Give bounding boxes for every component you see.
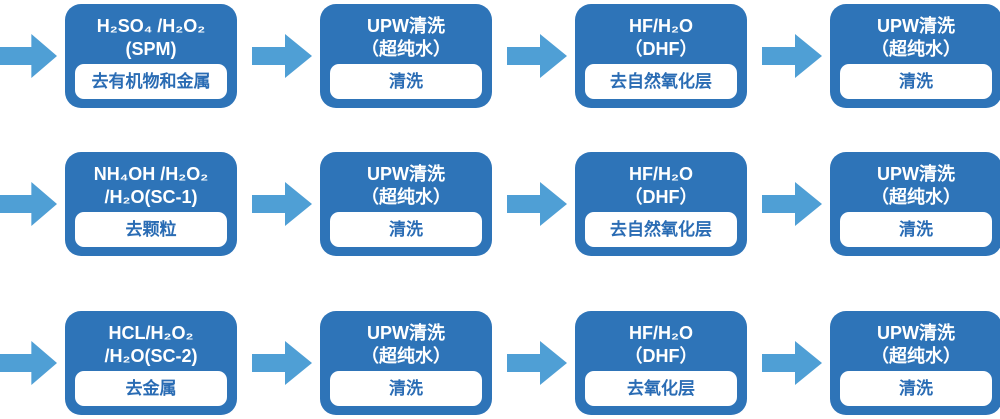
step-chemical-line2: （DHF） (624, 39, 698, 59)
step-box-spm: H₂SO₄ /H₂O₂ (SPM) 去有机物和金属 (65, 4, 237, 108)
step-box-upw: UPW清洗 （超纯水） 清洗 (830, 311, 1000, 415)
step-chemical-line2: （超纯水） (871, 346, 961, 366)
step-action-pill: 清洗 (330, 212, 482, 247)
step-chemical-line1: UPW清洗 (877, 322, 955, 343)
step-chemical: UPW清洗 （超纯水） (361, 319, 451, 371)
arrow-right-icon (762, 341, 822, 385)
arrow-right-icon (507, 34, 567, 78)
step-chemical: UPW清洗 （超纯水） (361, 12, 451, 64)
arrow-right-icon (507, 341, 567, 385)
step-chemical-line1: UPW清洗 (367, 15, 445, 36)
step-action-pill: 清洗 (840, 371, 992, 406)
step-box-upw: UPW清洗 （超纯水） 清洗 (320, 311, 492, 415)
step-action-pill: 清洗 (330, 371, 482, 406)
step-chemical-line1: UPW清洗 (367, 163, 445, 184)
arrow-right-icon (762, 182, 822, 226)
step-action-pill: 清洗 (840, 212, 992, 247)
step-chemical-line2: （超纯水） (871, 39, 961, 59)
step-action-pill: 去自然氧化层 (585, 212, 737, 247)
process-row-1: H₂SO₄ /H₂O₂ (SPM) 去有机物和金属 UPW清洗 （超纯水） 清洗… (0, 4, 1000, 108)
arrow-right-icon (0, 341, 57, 385)
step-action-pill: 去自然氧化层 (585, 64, 737, 99)
step-chemical-line2: (SPM) (125, 39, 177, 59)
step-box-upw: UPW清洗 （超纯水） 清洗 (830, 4, 1000, 108)
step-box-upw: UPW清洗 （超纯水） 清洗 (320, 152, 492, 256)
step-chemical: HF/H₂O （DHF） (625, 12, 698, 64)
step-chemical-line1: UPW清洗 (367, 322, 445, 343)
step-chemical-line1: NH₄OH /H₂O₂ (93, 163, 209, 184)
arrow-right-icon (252, 182, 312, 226)
step-action-pill: 清洗 (840, 64, 992, 99)
step-chemical-line2: （超纯水） (361, 346, 451, 366)
step-chemical-line1: HCL/H₂O₂ (108, 322, 194, 343)
step-chemical-line1: UPW清洗 (877, 15, 955, 36)
arrow-right-icon (507, 182, 567, 226)
step-box-sc2: HCL/H₂O₂ /H₂O(SC-2) 去金属 (65, 311, 237, 415)
step-chemical: UPW清洗 （超纯水） (361, 160, 451, 212)
step-chemical-line2: （DHF） (624, 346, 698, 366)
arrow-right-icon (0, 34, 57, 78)
arrow-right-icon (252, 341, 312, 385)
step-chemical-line2: （DHF） (624, 187, 698, 207)
arrow-right-icon (762, 34, 822, 78)
step-chemical: NH₄OH /H₂O₂ /H₂O(SC-1) (94, 160, 209, 212)
step-chemical-line2: （超纯水） (871, 187, 961, 207)
step-chemical-line2: /H₂O(SC-1) (104, 187, 198, 207)
process-row-2: NH₄OH /H₂O₂ /H₂O(SC-1) 去颗粒 UPW清洗 （超纯水） 清… (0, 152, 1000, 256)
step-box-sc1: NH₄OH /H₂O₂ /H₂O(SC-1) 去颗粒 (65, 152, 237, 256)
step-chemical: UPW清洗 （超纯水） (871, 319, 961, 371)
step-chemical: H₂SO₄ /H₂O₂ (SPM) (97, 12, 206, 64)
step-action-pill: 去金属 (75, 371, 227, 406)
step-chemical: UPW清洗 （超纯水） (871, 12, 961, 64)
step-chemical-line1: H₂SO₄ /H₂O₂ (96, 15, 206, 36)
process-row-3: HCL/H₂O₂ /H₂O(SC-2) 去金属 UPW清洗 （超纯水） 清洗 H… (0, 311, 1000, 415)
step-action-pill: 去氧化层 (585, 371, 737, 406)
step-chemical: HF/H₂O （DHF） (625, 160, 698, 212)
step-action-pill: 去有机物和金属 (75, 64, 227, 99)
arrow-right-icon (252, 34, 312, 78)
step-chemical-line1: HF/H₂O (629, 322, 693, 343)
step-box-dhf: HF/H₂O （DHF） 去氧化层 (575, 311, 747, 415)
step-chemical-line1: UPW清洗 (877, 163, 955, 184)
step-chemical-line1: HF/H₂O (629, 15, 693, 36)
step-chemical-line2: /H₂O(SC-2) (104, 346, 198, 366)
step-chemical: HCL/H₂O₂ /H₂O(SC-2) (105, 319, 198, 371)
step-chemical: UPW清洗 （超纯水） (871, 160, 961, 212)
step-action-pill: 去颗粒 (75, 212, 227, 247)
step-chemical-line2: （超纯水） (361, 187, 451, 207)
step-box-dhf: HF/H₂O （DHF） 去自然氧化层 (575, 4, 747, 108)
arrow-right-icon (0, 182, 57, 226)
step-chemical: HF/H₂O （DHF） (625, 319, 698, 371)
step-box-upw: UPW清洗 （超纯水） 清洗 (830, 152, 1000, 256)
step-chemical-line1: HF/H₂O (629, 163, 693, 184)
step-chemical-line2: （超纯水） (361, 39, 451, 59)
step-action-pill: 清洗 (330, 64, 482, 99)
step-box-upw: UPW清洗 （超纯水） 清洗 (320, 4, 492, 108)
step-box-dhf: HF/H₂O （DHF） 去自然氧化层 (575, 152, 747, 256)
